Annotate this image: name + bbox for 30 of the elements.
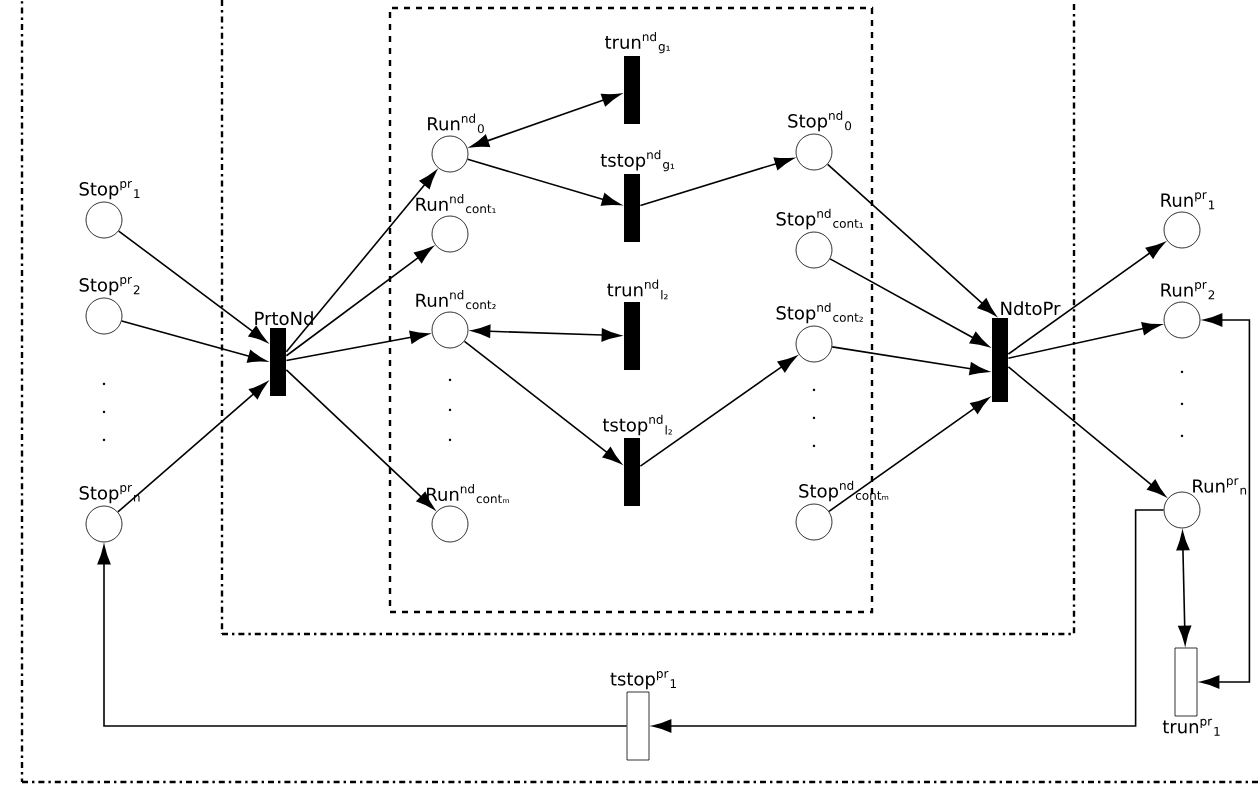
arrow [285,369,435,510]
arrow [285,330,429,362]
arrow [1176,531,1192,645]
arrow [1200,313,1251,689]
arrow [285,170,437,353]
arrow [463,340,622,464]
arrow [639,157,794,207]
arrow [652,509,1165,733]
arrow [470,93,621,148]
arrow [1007,242,1165,355]
arrow [829,258,990,347]
node-label: PrtoNd [255,311,313,326]
arrow [117,381,268,513]
arrow [97,545,628,727]
arrow [639,356,797,467]
arrow [471,324,621,342]
arrow [831,346,989,376]
arrow [120,320,267,363]
arrow [828,397,990,513]
arrow [1007,366,1166,497]
arrow [285,246,433,357]
arrow [466,158,621,206]
arrow [826,163,996,316]
dash-dot-frame [20,0,1258,784]
dash-dot-frame [220,0,1076,636]
node-label: NdtoPr [1001,301,1061,316]
transition-bar: PrtoNd [255,311,313,396]
transition-bar: NdtoPr [992,301,1061,402]
arrow [117,230,268,343]
arrow [1007,322,1162,359]
